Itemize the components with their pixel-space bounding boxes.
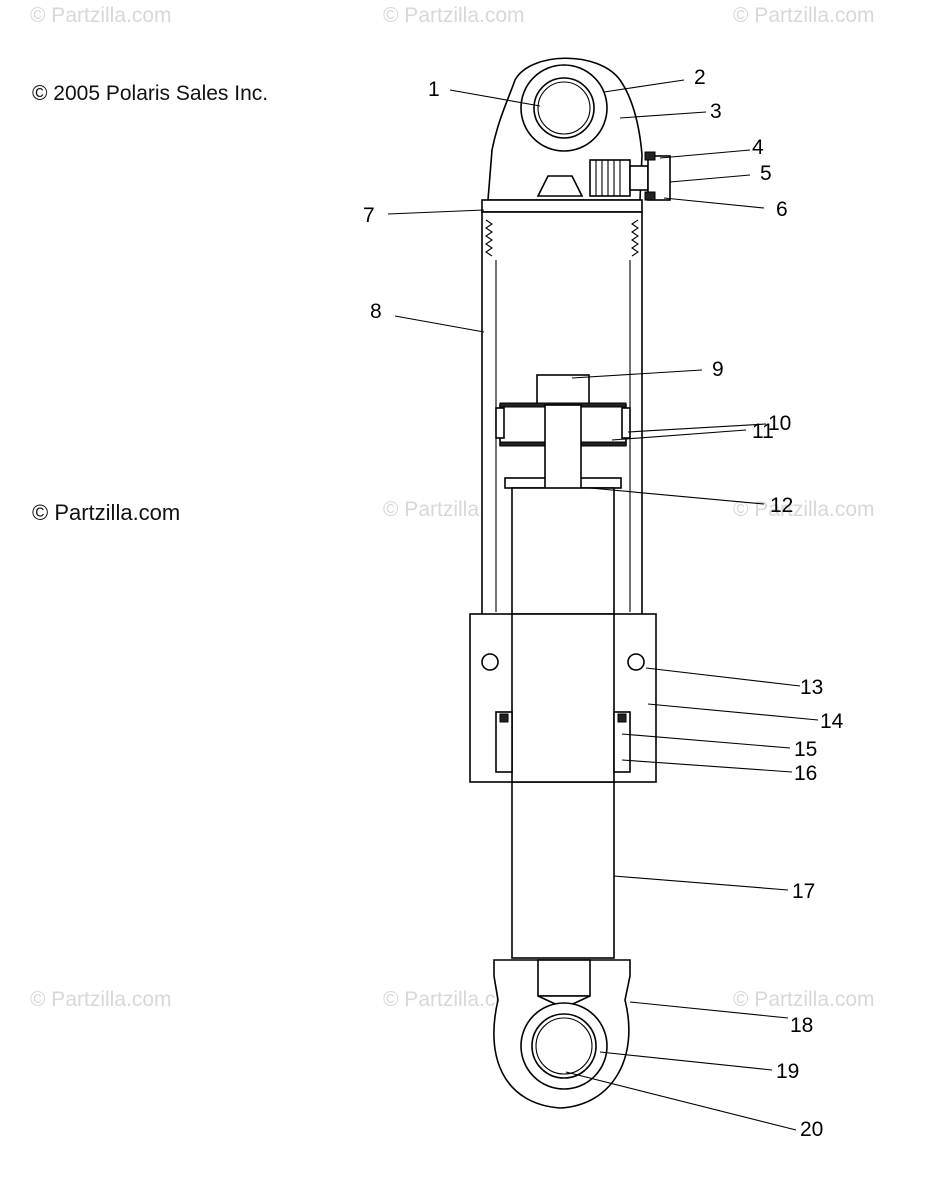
watermark-bottom-right: © Partzilla.com [733, 988, 875, 1011]
watermark-bottom-left: © Partzilla.com [30, 988, 172, 1011]
bottom-eye-mount [493, 959, 631, 1109]
callout-15: 15 [794, 738, 817, 761]
callout-17: 17 [792, 880, 815, 903]
callout-19: 19 [776, 1060, 799, 1083]
callout-20: 20 [800, 1118, 823, 1141]
watermark-bottom-center: © Partzilla.com [383, 988, 525, 1011]
cap-plate [481, 199, 643, 213]
callout-4: 4 [752, 136, 764, 159]
callout-18: 18 [790, 1014, 813, 1037]
callout-6: 6 [776, 198, 788, 221]
callout-12: 12 [770, 494, 793, 517]
watermark-top-right: © Partzilla.com [733, 4, 875, 27]
site-mark: © Partzilla.com [32, 500, 181, 525]
callout-11: 11 [752, 420, 774, 443]
watermark-top-left: © Partzilla.com [30, 4, 172, 27]
callout-14: 14 [820, 710, 844, 733]
top-bushing [533, 77, 595, 139]
copyright-text: © 2005 Polaris Sales Inc. [32, 82, 269, 105]
callout-labels: 1 2 3 4 5 6 7 8 9 10 11 12 13 14 15 16 1… [363, 66, 844, 1141]
callout-2: 2 [694, 66, 706, 89]
callout-16: 16 [794, 762, 817, 785]
callout-9: 9 [712, 358, 724, 381]
callout-8: 8 [370, 300, 382, 323]
callout-1: 1 [428, 78, 440, 101]
o-ring-right [627, 653, 645, 671]
watermark-top-center: © Partzilla.com [383, 4, 525, 27]
callout-3: 3 [710, 100, 722, 123]
nitrogen-valve [536, 151, 671, 201]
callout-5: 5 [760, 162, 772, 185]
watermark-middle-right: © Partzilla.com [733, 498, 875, 521]
o-ring-left [481, 653, 499, 671]
callout-10: 10 [768, 412, 791, 435]
bearing-housing [469, 613, 657, 783]
leader-lines [387, 79, 819, 1131]
callout-7: 7 [363, 204, 375, 227]
callout-13: 13 [800, 676, 823, 699]
